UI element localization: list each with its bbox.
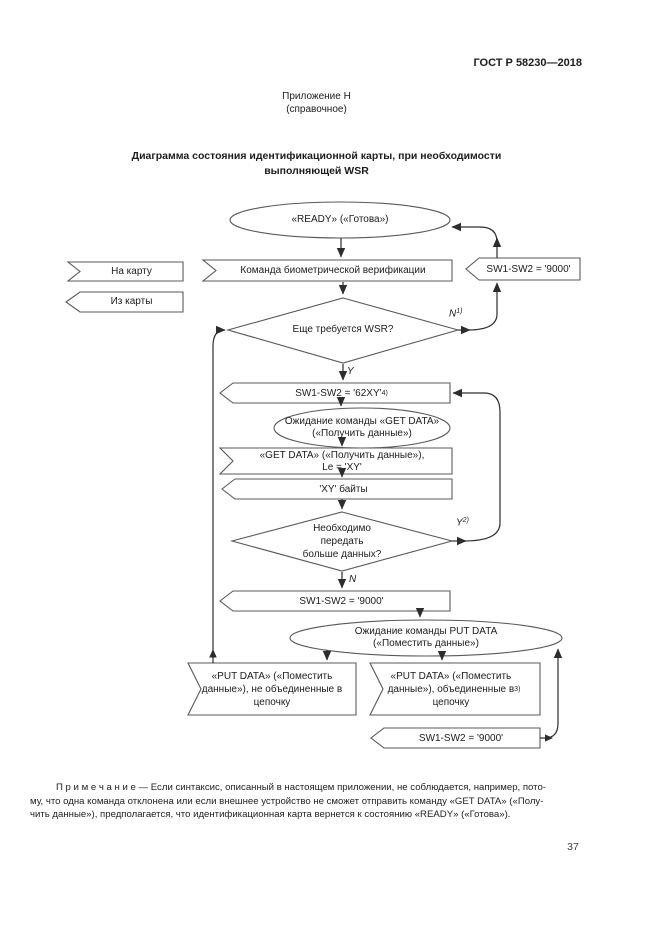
biometric-command-box xyxy=(201,259,453,282)
xy-bytes-text: 'XY' байты xyxy=(319,483,368,495)
sw9000-mid-shape xyxy=(219,590,451,612)
getdata-wait-text: Ожидание команды «GET DATA» («Получить д… xyxy=(284,416,440,439)
branch-label-y2: Y2) xyxy=(456,517,469,529)
sw62xy-shape xyxy=(219,382,451,404)
flow-connectors xyxy=(212,222,563,739)
sw9000-top-shape xyxy=(465,257,581,281)
sw62xy-base: SW1-SW2 = '62XY' xyxy=(295,387,382,399)
getdata-command-box xyxy=(218,447,453,475)
page-number: 37 xyxy=(567,841,579,853)
more-data-diamond xyxy=(229,511,455,572)
legend-from-card-shape xyxy=(65,291,184,313)
branch-y2-base: Y xyxy=(456,517,463,529)
branch-label-y1: Y xyxy=(347,366,354,377)
putdata-wait-ellipse xyxy=(289,619,563,657)
ready-state-text: «READY» («Готова») xyxy=(291,214,389,225)
more-data-question-text: Необходимо передать больше данных? xyxy=(302,522,382,560)
branch-label-n2: N xyxy=(349,574,357,585)
putdata-wait-text: Ожидание команды PUT DATA («Поместить да… xyxy=(354,626,498,649)
appendix-label: Приложение Н xyxy=(282,91,351,102)
note-text: П р и м е ч а н и е — Если синтаксис, оп… xyxy=(30,782,546,820)
ready-ellipse xyxy=(229,201,451,239)
wsr-question-text: Еще требуется WSR? xyxy=(292,324,394,335)
branch-n1-base: N xyxy=(449,308,457,320)
putdata-chained-base: «PUT DATA» («Поместить данные»), объедин… xyxy=(387,670,515,708)
getdata-command-text: «GET DATA» («Получить данные»), Le = 'XY… xyxy=(259,449,425,473)
sw62xy-text: SW1-SW2 = '62XY'4) xyxy=(233,384,450,403)
appendix-kind: (справочное) xyxy=(286,104,347,115)
putdata-unchained-box xyxy=(187,662,357,716)
page-title: Диаграмма состояния идентификационной ка… xyxy=(131,150,502,177)
standard-number-header: ГОСТ Р 58230—2018 xyxy=(473,57,582,69)
putdata-chained-box xyxy=(369,662,541,716)
putdata-chained-text: «PUT DATA» («Поместить данные»), объедин… xyxy=(378,666,530,712)
legend-to-card-shape xyxy=(66,261,184,282)
sw9000-mid-text: SW1-SW2 = '9000' xyxy=(299,595,384,607)
sw9000-top-text: SW1-SW2 = '9000' xyxy=(486,263,571,275)
legend-from-card-label: Из карты xyxy=(110,296,153,307)
branch-label-n1: N1) xyxy=(449,308,462,320)
legend-to-card-label: На карту xyxy=(111,265,152,277)
biometric-command-text: Команда биометрической верификации xyxy=(240,264,426,276)
sw9000-bottom-text: SW1-SW2 = '9000' xyxy=(418,732,504,744)
sw62xy-footnote-ref: 4) xyxy=(381,389,388,397)
putdata-unchained-text: «PUT DATA» («Поместить данные»), не объе… xyxy=(201,670,343,708)
wsr-needed-diamond xyxy=(225,297,461,364)
branch-n1-sup: 1) xyxy=(456,308,463,315)
putdata-chained-footnote-ref: 3) xyxy=(514,685,521,693)
mid-path-arrowheads xyxy=(209,649,553,742)
branch-y2-sup: 2) xyxy=(462,517,469,524)
xy-bytes-shape xyxy=(221,478,453,500)
